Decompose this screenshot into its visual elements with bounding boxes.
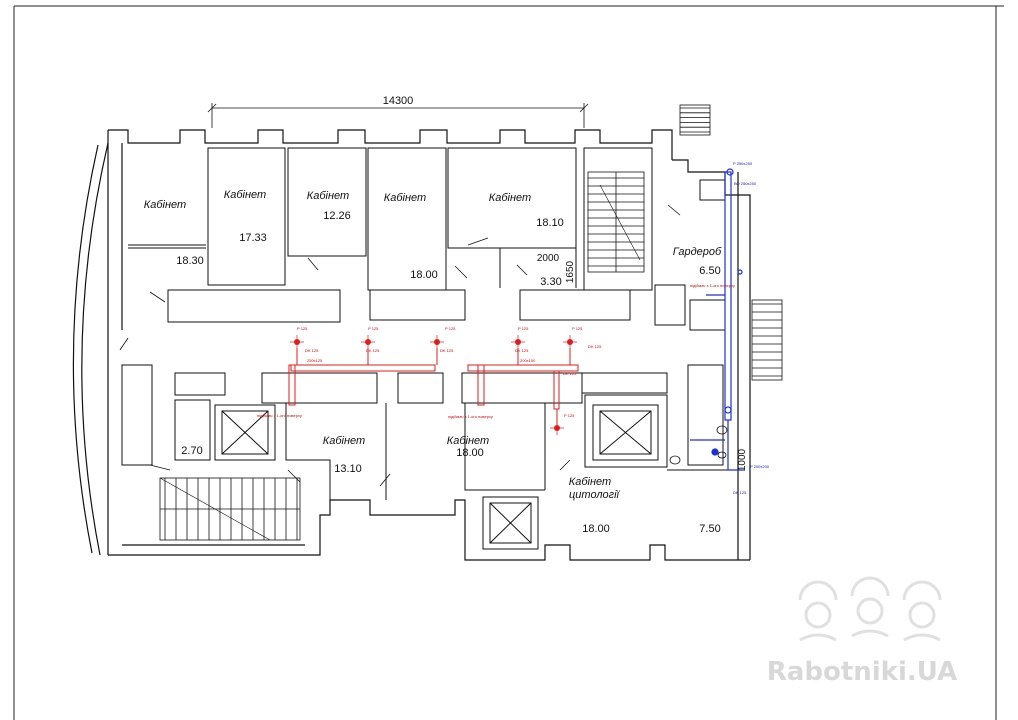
diffuser-label: P 125 xyxy=(518,326,529,331)
room-name: Кабінет xyxy=(224,189,266,201)
room-area: 18.00 xyxy=(582,523,610,535)
damper-label: DK 125 xyxy=(515,348,529,353)
room-name: Кабінет xyxy=(144,199,186,211)
riser-note: підіймач з 1-ого поверху xyxy=(448,414,493,419)
sanitary-fixtures xyxy=(669,425,728,465)
diffuser-label: P 125 xyxy=(445,326,456,331)
watermark-logo xyxy=(798,576,942,642)
duct-size-label: 200x150 xyxy=(520,358,536,363)
room-area: 13.10 xyxy=(334,463,362,475)
stairs xyxy=(159,104,783,541)
damper-label: DK 125 xyxy=(366,348,380,353)
door-swings xyxy=(119,204,681,487)
elevator-shafts xyxy=(214,404,659,550)
damper-label: DK 125 xyxy=(305,348,319,353)
exhaust-grille-label: ВО 250x250 xyxy=(734,181,757,186)
room-area: 7.50 xyxy=(699,523,720,535)
room-name: Гардероб xyxy=(673,246,722,258)
supply-diffusers xyxy=(290,335,577,435)
room-name: Кабінет xyxy=(323,435,365,447)
damper-label: DK 125 xyxy=(440,348,454,353)
exhaust-labels: P 250x250 ВО 250x250 P 200x200 DK 125 пі… xyxy=(690,161,770,495)
exhaust-ducts xyxy=(690,168,745,471)
diffuser-label: P 125 xyxy=(572,326,583,331)
room-area: 17.33 xyxy=(239,232,267,244)
room-area: 18.10 xyxy=(536,217,564,229)
supply-ducts xyxy=(288,348,579,425)
room-area: 12.26 xyxy=(323,210,351,222)
room-name: Кабінет xyxy=(307,190,349,202)
dimension-1650: 1650 xyxy=(565,260,576,283)
exhaust-grille-label: P 250x250 xyxy=(733,161,753,166)
diffuser-label: P 125 xyxy=(564,413,575,418)
room-labels: Кабінет 18.30 Кабінет 17.33 Кабінет 12.2… xyxy=(144,189,722,535)
room-name: Кабінет xyxy=(447,435,489,447)
dimension-overall-width: 14300 xyxy=(383,95,414,107)
damper-label: DK 125 xyxy=(733,490,747,495)
watermark-text: Rabotniki.UA xyxy=(767,657,957,687)
room-area: 3.30 xyxy=(540,276,561,288)
room-name: цитології xyxy=(569,489,621,501)
room-name: Кабінет xyxy=(489,192,531,204)
room-area: 2.70 xyxy=(181,445,202,457)
interior-walls xyxy=(121,147,738,500)
room-name: Кабінет xyxy=(569,476,611,488)
duct-size-label: 250x125 xyxy=(307,358,323,363)
diffuser-label: P 125 xyxy=(297,326,308,331)
dimension-14300 xyxy=(207,103,589,128)
room-area: 6.50 xyxy=(699,265,720,277)
diffuser-label: P 125 xyxy=(368,326,379,331)
dimension-1000: 1000 xyxy=(737,448,748,471)
riser-note: підіймач з 1-ого поверху xyxy=(690,283,735,288)
damper-label: DK 125 xyxy=(563,371,577,376)
room-area: 18.00 xyxy=(456,447,484,459)
room-area: 18.00 xyxy=(410,269,438,281)
room-area: 18.30 xyxy=(176,255,204,267)
supply-labels: P 125 P 125 P 125 P 125 P 125 DK 125 DK … xyxy=(257,326,602,419)
exhaust-grille-label: P 200x200 xyxy=(750,464,770,469)
dimension-2000: 2000 xyxy=(537,253,560,264)
damper-label: DK 125 xyxy=(588,344,602,349)
sheet-frame xyxy=(13,5,1004,720)
room-name: Кабінет xyxy=(384,192,426,204)
riser-note: підіймач з 1-ого поверху xyxy=(257,413,302,418)
